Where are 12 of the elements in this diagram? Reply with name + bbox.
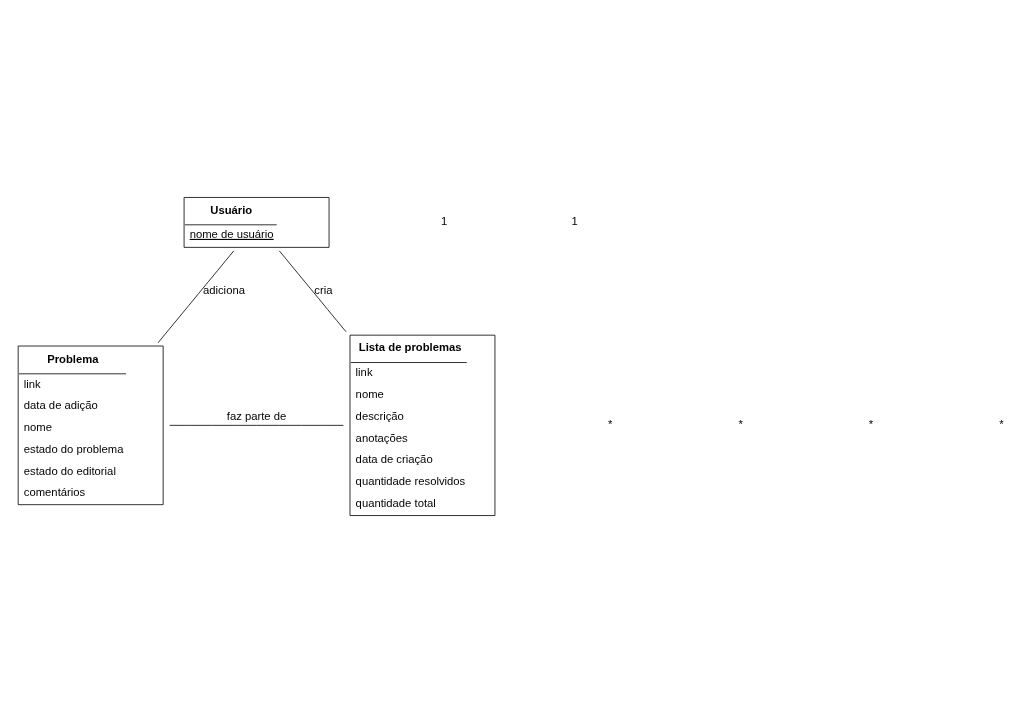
edge-label: cria — [314, 284, 333, 297]
label: * — [738, 418, 743, 431]
label: * — [999, 418, 1004, 431]
label: * — [607, 418, 613, 431]
connector — [278, 250, 347, 333]
label: * — [868, 418, 874, 431]
edge-label: faz parte de — [226, 409, 287, 422]
label: 1 — [441, 215, 448, 228]
connector — [157, 250, 235, 344]
edge-label: adiciona — [202, 284, 245, 297]
connector — [169, 424, 344, 426]
label: 1 — [571, 215, 578, 228]
